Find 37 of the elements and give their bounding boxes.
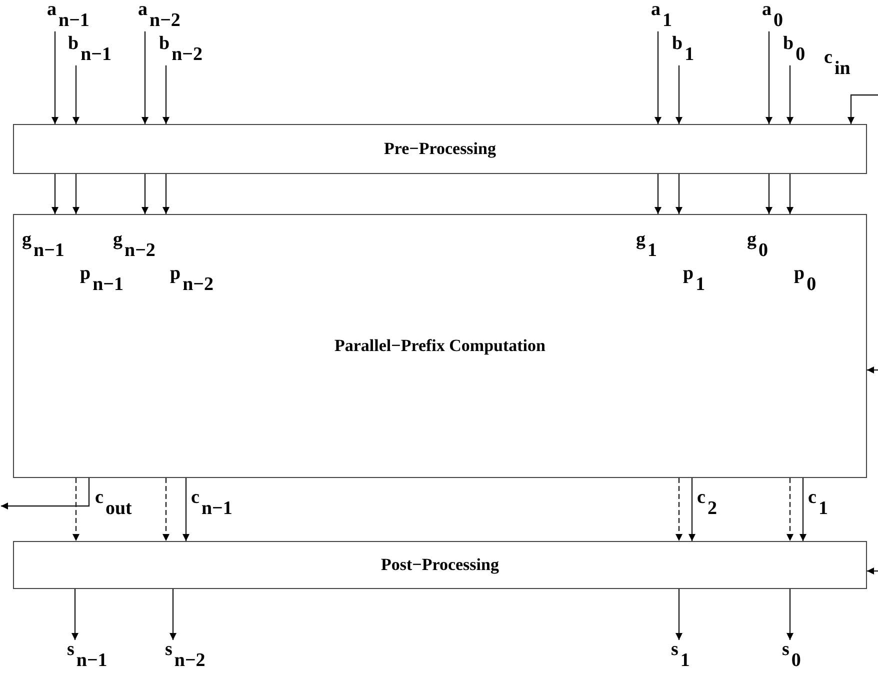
arrow [52,174,58,214]
arrow [162,174,170,214]
arrow [786,589,794,640]
arrow [800,478,806,541]
arrow [72,589,78,640]
arrow [1,478,90,510]
arrow [654,174,662,214]
box-title: Pre−Processing [384,139,496,159]
process-box [13,124,867,174]
arrow [142,174,148,214]
arrow [162,65,170,124]
arrow [170,589,176,640]
arrow [72,65,80,124]
arrow [52,31,58,124]
box-title: Post−Processing [381,555,499,575]
arrow [848,94,878,124]
dashed-arrow [72,478,80,541]
arrow [142,31,148,124]
dashed-arrow [162,478,170,541]
process-box [13,214,867,478]
arrow [786,174,794,214]
arrow [867,366,878,374]
arrow [766,31,772,124]
arrow [182,478,190,541]
process-box [13,541,867,589]
dashed-arrow [676,478,682,541]
arrow [688,478,696,541]
dashed-arrow [786,478,794,541]
arrow [654,31,662,124]
arrow [72,174,80,214]
box-title: Parallel−Prefix Computation [334,336,546,356]
arrow [766,174,772,214]
arrow [676,589,682,640]
arrow [786,65,794,124]
arrow [867,568,878,574]
arrow [676,174,682,214]
arrow [676,65,682,124]
